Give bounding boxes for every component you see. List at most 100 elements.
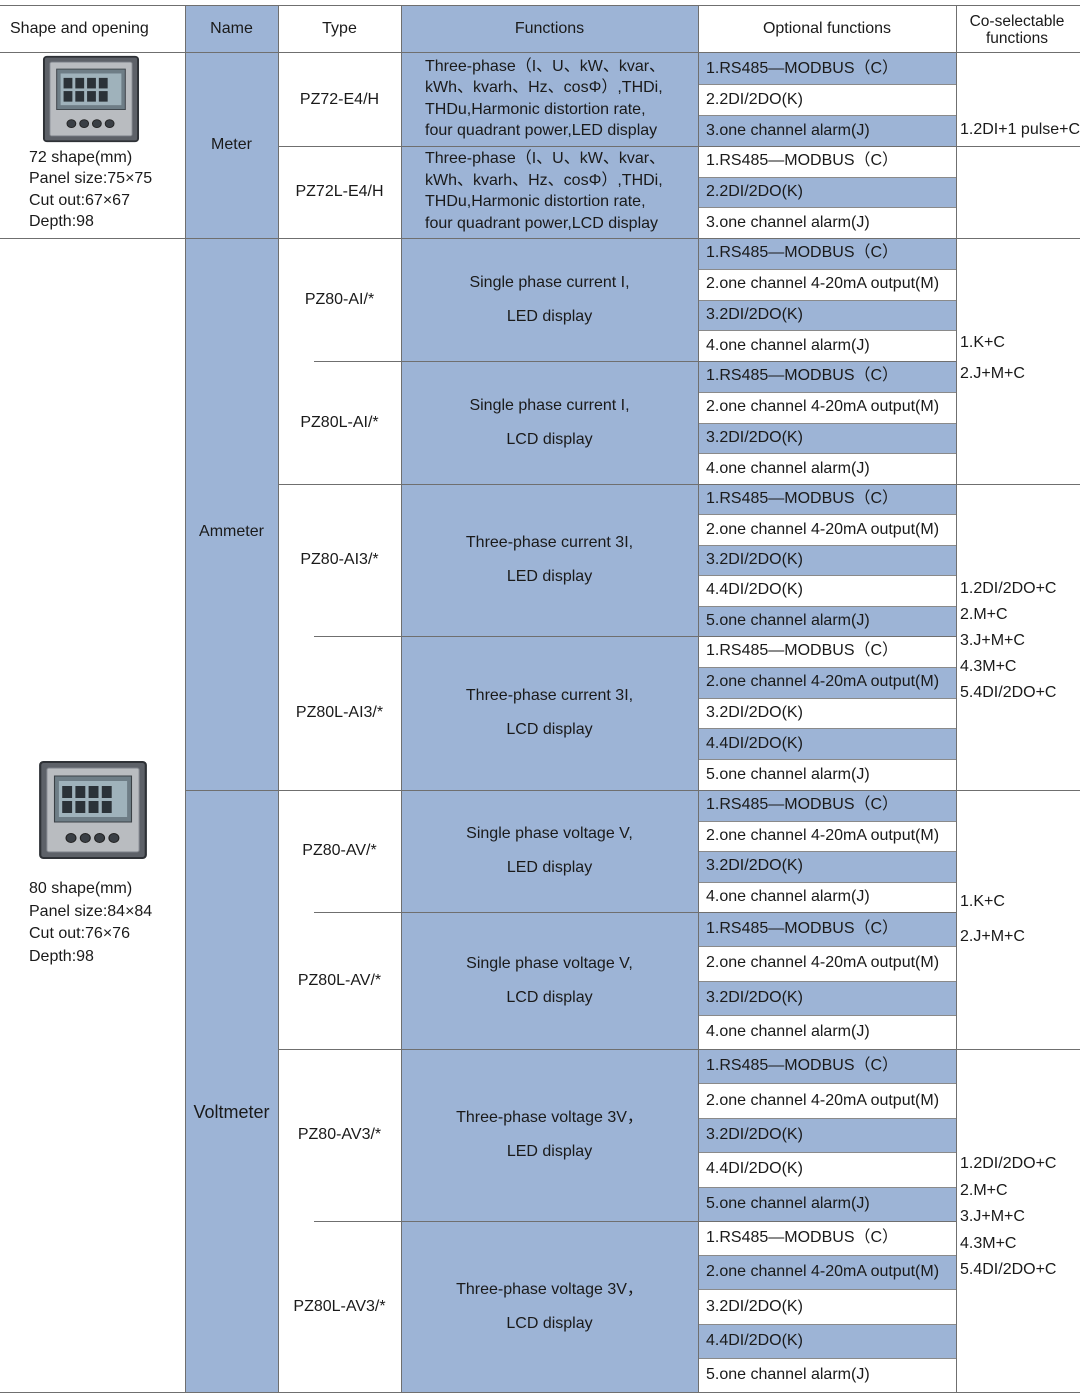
functions-text: THDu,Harmonic distortion rate, (425, 100, 646, 118)
option-cell (698, 115, 956, 146)
column-divider (401, 5, 402, 1392)
meter-72-image (42, 55, 140, 143)
name-column (185, 5, 278, 1392)
option-divider (698, 881, 956, 883)
option-divider (698, 851, 956, 852)
functions-text: kWh、kvarh、Hz、cosΦ）,THDi, (425, 79, 663, 96)
co-selectable-text: 5.4DI/2DO+C (960, 684, 1057, 701)
option-text: 4.4DI/2DO(K) (706, 1331, 803, 1349)
option-divider (698, 1014, 956, 1016)
option-cell (698, 299, 956, 331)
option-text: 1.RS485—MODBUS（C） (706, 1229, 899, 1247)
option-divider (698, 575, 956, 577)
header-type: Type (322, 20, 357, 37)
row-divider (314, 1221, 956, 1222)
option-text: 1.RS485—MODBUS（C） (706, 920, 899, 938)
option-text: 2.one channel 4-20mA output(M) (706, 398, 940, 416)
type-text: PZ80L-AV/* (297, 971, 382, 989)
functions-text: Single phase current I, (469, 273, 630, 291)
name-meter: Meter (211, 136, 252, 153)
functions-text: four quadrant power,LCD display (425, 214, 659, 232)
option-cell (698, 666, 956, 698)
row-divider (278, 484, 1080, 485)
option-text: 2.one channel 4-20mA output(M) (706, 1263, 940, 1281)
option-text: 1.RS485—MODBUS（C） (706, 796, 899, 814)
option-divider (698, 1323, 956, 1325)
option-divider (698, 207, 956, 209)
option-divider (698, 544, 956, 546)
option-divider (698, 422, 956, 424)
header-co-selectable: Co-selectable (969, 13, 1065, 30)
option-text: 2.2DI/2DO(K) (706, 183, 803, 200)
option-cell (698, 851, 956, 882)
functions-text: LCD display (506, 1314, 593, 1332)
option-text: 4.one channel alarm(J) (706, 336, 870, 354)
option-divider (698, 514, 956, 516)
option-divider (698, 1289, 956, 1291)
shape-80-depth: Depth:98 (29, 948, 94, 966)
option-cell (698, 912, 956, 947)
option-divider (698, 1186, 956, 1188)
name-ammeter: Ammeter (199, 523, 264, 540)
co-selectable-text: 3.J+M+C (960, 632, 1025, 649)
functions-text: Three-phase current 3I, (465, 534, 634, 551)
option-divider (698, 115, 956, 116)
functions-text: LED display (506, 1143, 593, 1160)
option-text: 4.one channel alarm(J) (706, 1022, 870, 1040)
type-text: PZ80L-AI3/* (295, 704, 384, 721)
option-text: 5.one channel alarm(J) (706, 1194, 870, 1212)
shape-80-label: 80 shape(mm) (29, 880, 133, 897)
table-top-border (0, 5, 1080, 6)
option-text: 1.RS485—MODBUS（C） (706, 367, 899, 385)
header-functions: Functions (514, 20, 585, 37)
option-text: 4.4DI/2DO(K) (706, 1160, 803, 1178)
option-cell (698, 980, 956, 1015)
option-divider (698, 84, 956, 85)
shape-72-depth: Depth:98 (29, 212, 94, 230)
option-text: 2.one channel 4-20mA output(M) (706, 673, 940, 691)
column-divider (278, 5, 279, 1392)
option-cell (698, 1049, 956, 1084)
type-text: PZ80-AI/* (304, 290, 375, 308)
option-cell (698, 361, 956, 392)
co-selectable-text: 3.J+M+C (960, 1208, 1025, 1225)
functions-text: LED display (506, 307, 593, 325)
section-divider (0, 238, 1080, 239)
functions-text: LCD display (506, 988, 593, 1006)
meter-80-image (39, 761, 147, 859)
co-selectable-text: 4.3M+C (960, 1234, 1017, 1252)
option-text: 4.4DI/2DO(K) (706, 581, 803, 599)
co-selectable-text: 1.K+C (960, 334, 1005, 351)
option-cell (698, 238, 956, 269)
shape-80-panel: Panel size:84×84 (29, 902, 153, 920)
co-selectable-text: 1.K+C (960, 893, 1005, 910)
name-voltmeter: Voltmeter (193, 1102, 270, 1122)
type-text: PZ80-AI3/* (300, 551, 379, 568)
column-divider (185, 5, 186, 1392)
option-divider (698, 268, 956, 270)
row-divider (314, 912, 956, 913)
option-divider (698, 605, 956, 607)
option-text: 3.2DI/2DO(K) (706, 857, 803, 875)
option-cell (698, 544, 956, 576)
functions-text: four quadrant power,LED display (425, 122, 658, 139)
option-cell (698, 1117, 956, 1153)
option-text: 3.one channel alarm(J) (706, 213, 870, 231)
functions-text: Single phase voltage V, (466, 954, 633, 972)
header-optional-functions: Optional functions (762, 20, 892, 37)
functions-text: Three-phase voltage 3V， (456, 1280, 643, 1298)
option-text: 3.2DI/2DO(K) (706, 1126, 803, 1143)
option-cell (698, 605, 956, 636)
type-text: PZ72L-E4/H (295, 183, 384, 200)
functions-text: Three-phase（I、U、kW、kvar、 (425, 150, 666, 167)
functions-text: Three-phase current 3I, (465, 687, 634, 704)
section-divider (185, 790, 1080, 791)
functions-text: LCD display (506, 430, 593, 448)
option-divider (698, 1152, 956, 1154)
option-cell (698, 790, 956, 821)
option-cell (698, 1186, 956, 1221)
row-divider (314, 636, 956, 637)
option-cell (698, 484, 956, 515)
option-text: 4.one channel alarm(J) (706, 887, 870, 905)
option-text: 3.2DI/2DO(K) (706, 551, 803, 568)
